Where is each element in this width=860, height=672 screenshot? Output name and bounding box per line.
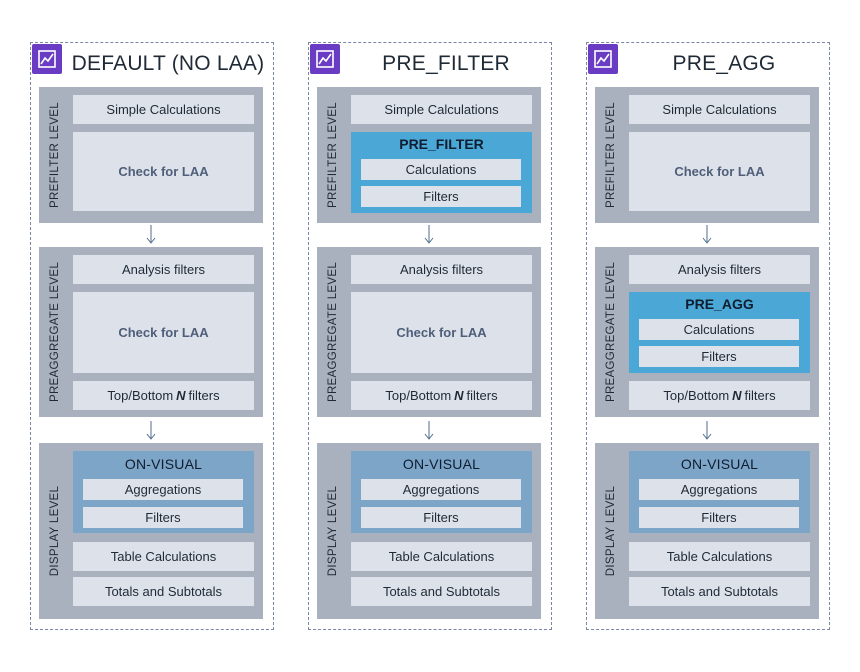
aggregations-box: Aggregations: [83, 479, 243, 500]
level-label: DISPLAY LEVEL: [605, 485, 618, 577]
level-label: PREFILTER LEVEL: [605, 102, 617, 208]
display-level: DISPLAY LEVEL ON-VISUAL Aggregations Fil…: [39, 443, 263, 619]
check-for-laa-box: Check for LAA: [73, 292, 254, 373]
column-pre-agg: PRE_AGG PREFILTER LEVEL Simple Calculati…: [586, 42, 830, 630]
column-header: PRE_FILTER: [309, 43, 551, 85]
prefilter-level: PREFILTER LEVEL Simple Calculations PRE_…: [317, 87, 541, 223]
simple-calculations-box: Simple Calculations: [351, 95, 532, 124]
table-calculations-box: Table Calculations: [351, 542, 532, 571]
on-visual-group: ON-VISUAL Aggregations Filters: [629, 451, 810, 533]
filters-box: Filters: [83, 507, 243, 528]
prefilter-level: PREFILTER LEVEL Simple Calculations Chec…: [595, 87, 819, 223]
analysis-filters-box: Analysis filters: [73, 255, 254, 284]
check-for-laa-box: Check for LAA: [351, 292, 532, 373]
down-arrow-icon: [702, 421, 712, 440]
down-arrow-icon: [702, 225, 712, 244]
quicksight-chart-icon: [32, 44, 62, 74]
aggregations-box: Aggregations: [361, 479, 521, 500]
pre-agg-title: PRE_AGG: [685, 296, 754, 312]
on-visual-title: ON-VISUAL: [680, 456, 759, 472]
calculations-box: Calculations: [361, 159, 521, 180]
level-label: DISPLAY LEVEL: [327, 485, 340, 577]
level-label: PREAGGREGATE LEVEL: [49, 261, 62, 403]
on-visual-group: ON-VISUAL Aggregations Filters: [73, 451, 254, 533]
pre-filter-title: PRE_FILTER: [399, 136, 484, 152]
column-header: DEFAULT (NO LAA): [31, 43, 273, 85]
level-label: PREFILTER LEVEL: [327, 102, 339, 208]
column-title: DEFAULT (NO LAA): [71, 52, 265, 75]
pre-agg-highlight-group: PRE_AGG Calculations Filters: [629, 292, 810, 373]
down-arrow-icon: [146, 225, 156, 244]
totals-subtotals-box: Totals and Subtotals: [73, 577, 254, 606]
level-label: PREFILTER LEVEL: [49, 102, 61, 208]
table-calculations-box: Table Calculations: [629, 542, 810, 571]
on-visual-title: ON-VISUAL: [402, 456, 481, 472]
table-calculations-box: Table Calculations: [73, 542, 254, 571]
simple-calculations-box: Simple Calculations: [73, 95, 254, 124]
quicksight-chart-icon: [588, 44, 618, 74]
on-visual-group: ON-VISUAL Aggregations Filters: [351, 451, 532, 533]
prefilter-level: PREFILTER LEVEL Simple Calculations Chec…: [39, 87, 263, 223]
column-title: PRE_AGG: [672, 52, 776, 75]
level-label: DISPLAY LEVEL: [49, 485, 62, 577]
check-for-laa-box: Check for LAA: [629, 132, 810, 211]
down-arrow-icon: [424, 225, 434, 244]
check-for-laa-box: Check for LAA: [73, 132, 254, 211]
level-label: PREAGGREGATE LEVEL: [605, 261, 618, 403]
on-visual-title: ON-VISUAL: [124, 456, 203, 472]
totals-subtotals-box: Totals and Subtotals: [629, 577, 810, 606]
quicksight-chart-icon: [310, 44, 340, 74]
down-arrow-icon: [424, 421, 434, 440]
column-header: PRE_AGG: [587, 43, 829, 85]
aggregations-box: Aggregations: [639, 479, 799, 500]
preaggregate-level: PREAGGREGATE LEVEL Analysis filters PRE_…: [595, 247, 819, 417]
pre-filter-highlight-group: PRE_FILTER Calculations Filters: [351, 132, 532, 213]
filters-box: Filters: [361, 186, 521, 207]
level-label: PREAGGREGATE LEVEL: [327, 261, 340, 403]
display-level: DISPLAY LEVEL ON-VISUAL Aggregations Fil…: [595, 443, 819, 619]
totals-subtotals-box: Totals and Subtotals: [351, 577, 532, 606]
filters-box: Filters: [361, 507, 521, 528]
down-arrow-icon: [146, 421, 156, 440]
filters-box: Filters: [639, 346, 799, 367]
simple-calculations-box: Simple Calculations: [629, 95, 810, 124]
preaggregate-level: PREAGGREGATE LEVEL Analysis filters Chec…: [39, 247, 263, 417]
analysis-filters-box: Analysis filters: [351, 255, 532, 284]
column-title: PRE_FILTER: [382, 52, 510, 75]
calculations-box: Calculations: [639, 319, 799, 340]
analysis-filters-box: Analysis filters: [629, 255, 810, 284]
preaggregate-level: PREAGGREGATE LEVEL Analysis filters Chec…: [317, 247, 541, 417]
column-default: DEFAULT (NO LAA) PREFILTER LEVEL Simple …: [30, 42, 274, 630]
column-pre-filter: PRE_FILTER PREFILTER LEVEL Simple Calcul…: [308, 42, 552, 630]
filters-box: Filters: [639, 507, 799, 528]
display-level: DISPLAY LEVEL ON-VISUAL Aggregations Fil…: [317, 443, 541, 619]
